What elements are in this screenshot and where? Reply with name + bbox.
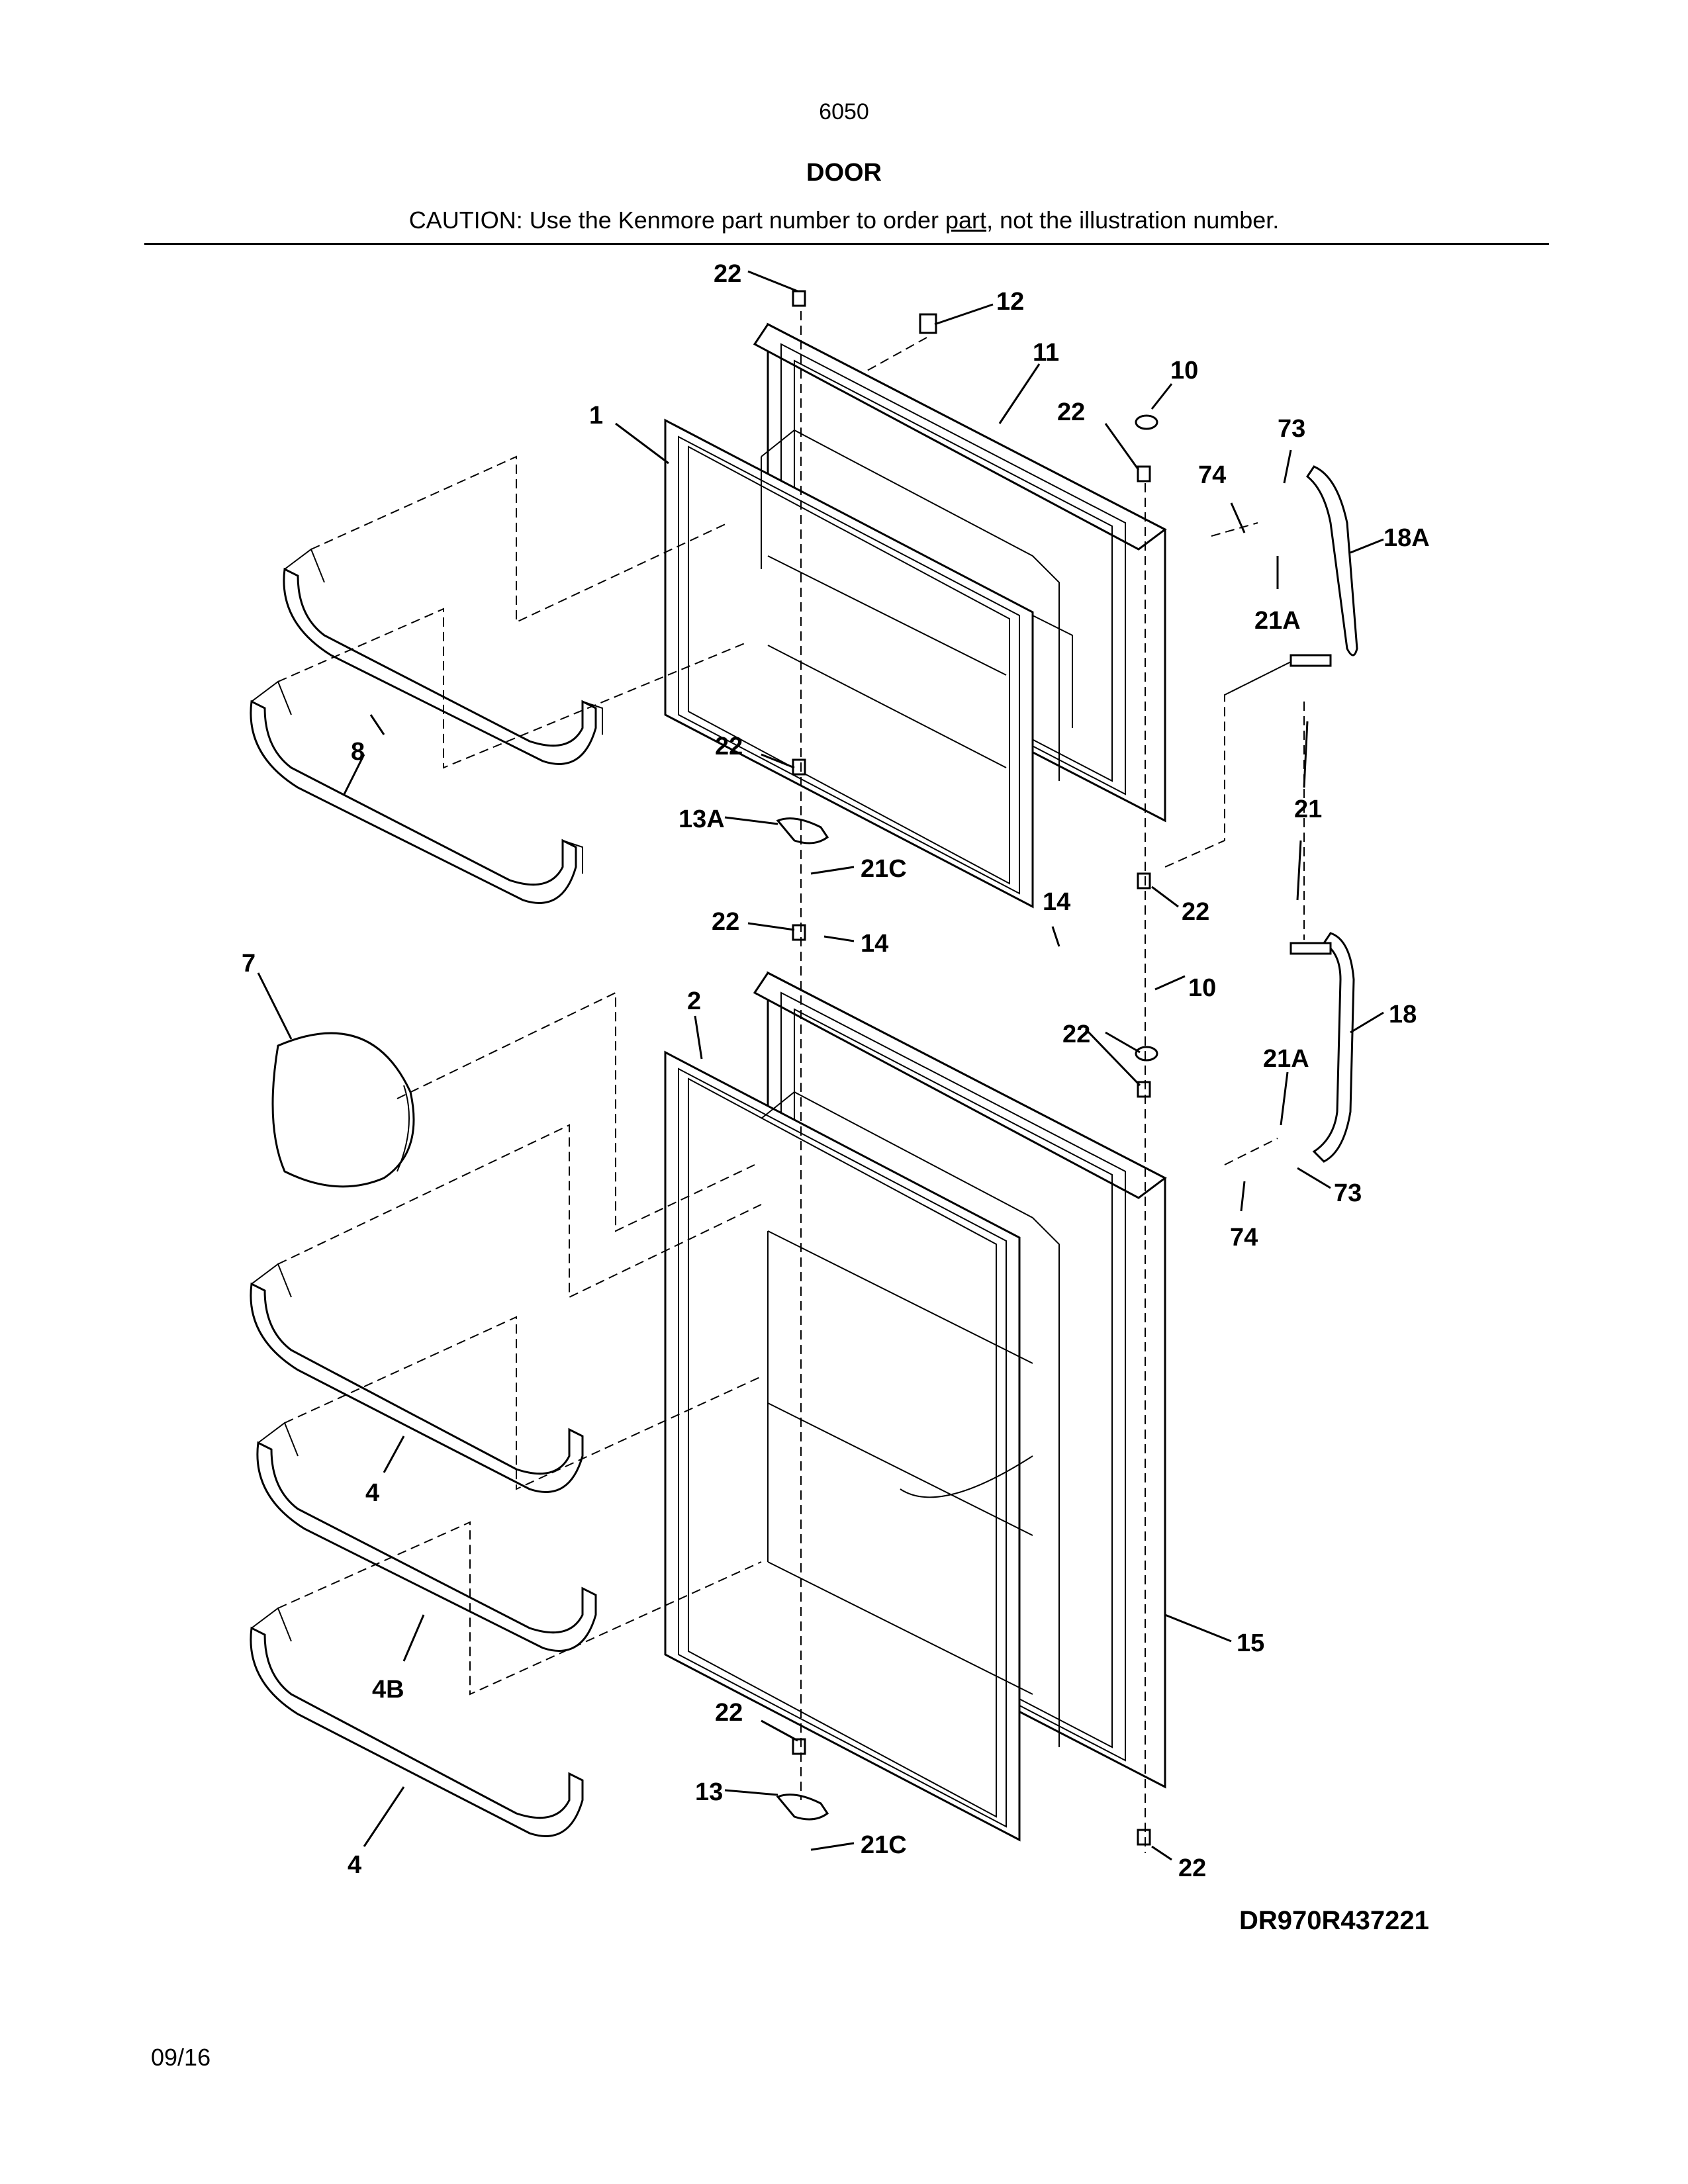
fresh-food-shelf-bar-1 — [250, 1263, 584, 1493]
freezer-shelf-bar-upper — [283, 548, 603, 765]
callout-13: 13 — [695, 1778, 723, 1806]
fresh-food-door-liner — [761, 1091, 1060, 1747]
callout-21c: 21C — [861, 1831, 907, 1859]
callout-21a: 21A — [1263, 1045, 1309, 1073]
callout-18a: 18A — [1383, 524, 1430, 552]
fresh-food-shelf-bar-2 — [256, 1422, 597, 1652]
callout-10: 10 — [1170, 357, 1198, 385]
callout-21: 21 — [1294, 796, 1322, 823]
callout-22: 22 — [714, 260, 741, 288]
assembly-guide-lines — [277, 311, 1305, 1853]
freezer-door-gasket — [664, 418, 1034, 909]
callout-13a: 13A — [679, 805, 725, 833]
revision-date: 09/16 — [151, 2044, 211, 2071]
callout-4: 4 — [365, 1479, 379, 1507]
callout-22: 22 — [1057, 398, 1085, 426]
caution-part-link: part — [945, 206, 987, 234]
screws — [792, 290, 1158, 1846]
callout-10: 10 — [1188, 974, 1216, 1002]
header-divider — [144, 243, 1549, 245]
callout-73: 73 — [1278, 415, 1305, 443]
callout-22: 22 — [715, 1699, 743, 1727]
caution-text: CAUTION: Use the Kenmore part number to … — [408, 206, 946, 234]
callout-2: 2 — [687, 987, 701, 1015]
page-title: DOOR — [806, 159, 882, 187]
freezer-door-liner — [761, 429, 1060, 781]
callout-74: 74 — [1230, 1224, 1258, 1251]
callout-8: 8 — [351, 738, 365, 766]
callout-14: 14 — [861, 930, 888, 958]
callout-4b: 4B — [372, 1676, 404, 1704]
drawing-code: DR970R437221 — [1239, 1906, 1429, 1935]
callout-18: 18 — [1389, 1001, 1417, 1028]
callout-21c: 21C — [861, 855, 907, 883]
callout-4: 4 — [348, 1851, 361, 1879]
caution-note: CAUTION: Use the Kenmore part number to … — [0, 206, 1688, 234]
page-number: 6050 — [819, 99, 869, 124]
callout-22: 22 — [1182, 898, 1209, 926]
freezer-shelf-bar-lower — [250, 680, 583, 904]
callout-21a: 21A — [1254, 607, 1301, 635]
callout-22: 22 — [712, 908, 739, 936]
callout-11: 11 — [1033, 339, 1059, 367]
callout-14: 14 — [1043, 888, 1070, 916]
callout-12: 12 — [996, 288, 1024, 316]
callout-labels: 22 12 11 10 22 1 73 74 18A 21A 8 22 13A … — [242, 260, 1430, 1882]
freezer-handle — [1289, 465, 1358, 667]
callout-leaders — [257, 270, 1384, 1861]
fresh-food-handle — [1289, 932, 1355, 1163]
callout-15: 15 — [1237, 1629, 1264, 1657]
callout-74: 74 — [1198, 461, 1226, 489]
egg-bin — [271, 1032, 415, 1188]
callout-22: 22 — [1178, 1854, 1206, 1882]
callout-22: 22 — [715, 733, 743, 760]
callout-73: 73 — [1334, 1179, 1362, 1207]
callout-22: 22 — [1062, 1021, 1090, 1048]
hinge-13 — [776, 1794, 829, 1821]
caution-text-end: , not the illustration number. — [986, 206, 1280, 234]
callout-1: 1 — [589, 402, 603, 430]
hinge-13a — [776, 817, 829, 844]
callout-7: 7 — [242, 950, 256, 978]
